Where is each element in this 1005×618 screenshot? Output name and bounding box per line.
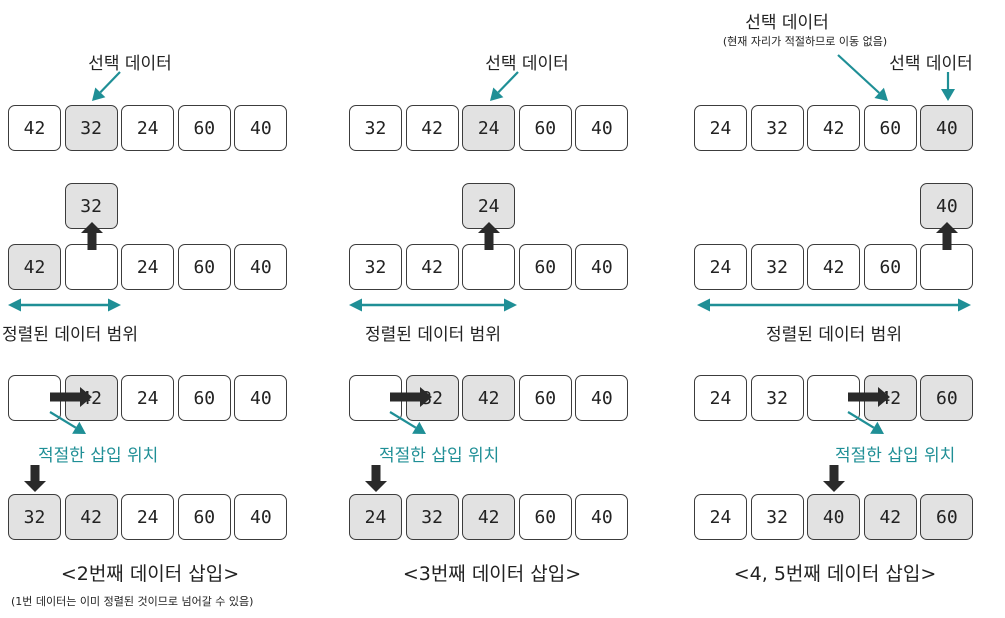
row3-cell [8, 375, 61, 421]
row4-cell: 60 [920, 494, 974, 540]
row4-cell: 32 [405, 494, 459, 540]
row3-cell [807, 375, 861, 421]
row1-cell: 32 [349, 105, 402, 151]
row3-cell: 40 [575, 375, 629, 421]
selected-data-label: 선택 데이터 [889, 54, 973, 74]
sorted-range-label: 정렬된 데이터 범위 [365, 325, 501, 345]
row4-cell: 32 [8, 494, 61, 540]
row2-cell: 42 [8, 244, 61, 290]
row4-cell: 42 [64, 494, 118, 540]
row4-cell: 40 [575, 494, 629, 540]
teal-arrow-icon [870, 421, 884, 434]
row1-cell: 42 [807, 105, 861, 151]
no-move-note: (현재 자리가 적절하므로 이동 없음) [722, 35, 888, 48]
row2-cell: 40 [575, 244, 629, 290]
panel-caption: <2번째 데이터 삽입> [60, 563, 240, 585]
row3-cell: 32 [405, 375, 459, 421]
row1-cell: 40 [234, 105, 288, 151]
row3-cell: 42 [64, 375, 118, 421]
panel-caption: <3번째 데이터 삽입> [402, 563, 582, 585]
row1-cell: 40 [920, 105, 974, 151]
row1-cell: 24 [694, 105, 747, 151]
teal-arrow-icon [874, 87, 888, 101]
black-down-arrow-icon [365, 465, 387, 492]
row4-cell: 24 [121, 494, 175, 540]
selected-data-label: 선택 데이터 [88, 54, 172, 74]
row2-cell: 40 [234, 244, 288, 290]
double-arrow-range-icon [108, 298, 121, 312]
teal-arrow-icon [837, 54, 880, 94]
insert-position-label: 적절한 삽입 위치 [835, 446, 956, 466]
row1-cell: 60 [177, 105, 231, 151]
row4-cell: 40 [807, 494, 861, 540]
insert-position-label: 적절한 삽입 위치 [379, 446, 500, 466]
teal-arrow-icon [99, 71, 121, 94]
double-arrow-range-icon [8, 298, 21, 312]
selected-data-label: 선택 데이터 [485, 54, 569, 74]
sorted-range-label: 정렬된 데이터 범위 [766, 325, 902, 345]
row1-cell: 42 [405, 105, 459, 151]
row1-cell: 40 [575, 105, 629, 151]
row3-cell: 32 [750, 375, 804, 421]
row1-cell: 42 [8, 105, 61, 151]
double-arrow-range-icon [504, 298, 517, 312]
teal-arrow-icon [941, 89, 955, 101]
panel-note: (1번 데이터는 이미 정렬된 것이므로 넘어갈 수 있음) [11, 595, 254, 608]
row1-cell: 32 [64, 105, 118, 151]
insert-position-label: 적절한 삽입 위치 [38, 446, 159, 466]
row3-cell: 42 [462, 375, 516, 421]
row4-cell: 32 [750, 494, 804, 540]
selected-data-label: 선택 데이터 [745, 13, 829, 33]
row1-cell: 60 [518, 105, 572, 151]
double-arrow-range-icon [958, 298, 971, 312]
row2-cell [462, 244, 516, 290]
row2-cell: 42 [807, 244, 861, 290]
row3-cell: 60 [518, 375, 572, 421]
teal-arrow-icon [72, 421, 86, 434]
lifted-cell: 32 [64, 183, 118, 229]
lifted-cell: 40 [920, 183, 974, 229]
row3-cell: 24 [694, 375, 747, 421]
row2-cell: 24 [694, 244, 747, 290]
black-down-arrow-icon [24, 465, 46, 492]
row1-cell: 32 [750, 105, 804, 151]
row1-cell: 60 [863, 105, 917, 151]
row2-cell: 60 [177, 244, 231, 290]
row4-cell: 42 [863, 494, 917, 540]
teal-arrow-icon [412, 421, 426, 434]
black-down-arrow-icon [823, 465, 845, 492]
row4-cell: 24 [694, 494, 747, 540]
double-arrow-range-icon [349, 298, 362, 312]
teal-arrow-icon [92, 87, 106, 101]
row2-cell: 32 [750, 244, 804, 290]
row4-cell: 42 [462, 494, 516, 540]
row4-cell: 40 [234, 494, 288, 540]
row3-cell: 24 [121, 375, 175, 421]
row3-cell: 42 [863, 375, 917, 421]
row2-cell: 60 [863, 244, 917, 290]
sorted-range-label: 정렬된 데이터 범위 [2, 325, 138, 345]
double-arrow-range-icon [697, 298, 710, 312]
row1-cell: 24 [462, 105, 516, 151]
row2-cell: 42 [405, 244, 459, 290]
row2-cell: 32 [349, 244, 402, 290]
row2-cell: 24 [121, 244, 175, 290]
row4-cell: 60 [518, 494, 572, 540]
row2-cell [64, 244, 118, 290]
row3-cell: 60 [177, 375, 231, 421]
row4-cell: 60 [177, 494, 231, 540]
row4-cell: 24 [349, 494, 402, 540]
row1-cell: 24 [121, 105, 175, 151]
row3-cell: 40 [234, 375, 288, 421]
row3-cell: 60 [920, 375, 974, 421]
row2-cell: 60 [518, 244, 572, 290]
panel-caption: <4, 5번째 데이터 삽입> [733, 563, 937, 585]
lifted-cell: 24 [462, 183, 516, 229]
row3-cell [349, 375, 402, 421]
row2-cell [920, 244, 974, 290]
teal-arrow-icon [497, 71, 519, 94]
teal-arrow-icon [490, 87, 504, 101]
